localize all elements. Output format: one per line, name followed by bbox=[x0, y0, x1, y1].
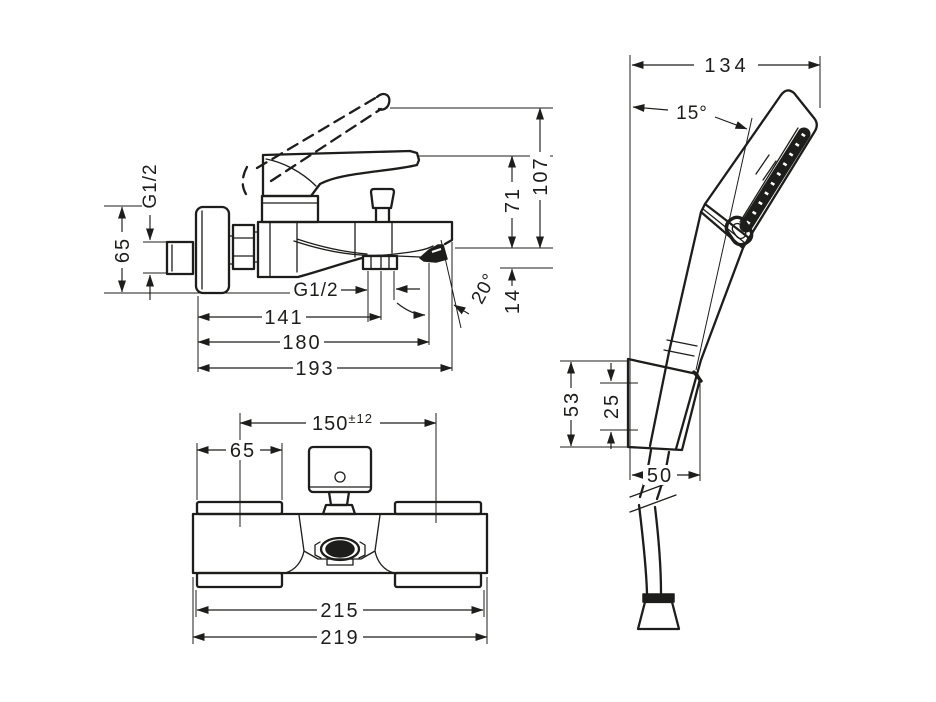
spout-under-tip bbox=[396, 255, 421, 258]
dim-label-inlet-thread: G1/2 bbox=[140, 163, 161, 208]
dim-holder-offset: 25 bbox=[600, 363, 638, 449]
dim-overall-height: 107 bbox=[530, 107, 552, 249]
shower-handle-left-edge bbox=[648, 210, 703, 448]
dim-outlet-thread: G1/2 bbox=[293, 280, 426, 319]
spout-tip-slit bbox=[431, 248, 442, 253]
hose-break-line-2 bbox=[629, 494, 677, 513]
dim-label-spout-angle: 20° bbox=[468, 270, 501, 308]
front-cap-bottom-left bbox=[195, 571, 284, 589]
dim-head-angle: 15° bbox=[632, 103, 748, 130]
lever-handle-raised-dashed bbox=[241, 93, 391, 196]
dim-label-outlet-thread: G1/2 bbox=[293, 280, 338, 301]
spout-underside bbox=[256, 256, 364, 279]
svg-text:150±12: 150±12 bbox=[312, 411, 373, 435]
dim-handle-height: 71 bbox=[502, 155, 524, 249]
dim-inlet-thread: G1/2 bbox=[140, 163, 161, 300]
diverter-knob-stem bbox=[374, 206, 391, 224]
dim-label-connection-tolerance: ±12 bbox=[348, 411, 373, 426]
dim-spout-edge-reach: 180 bbox=[197, 332, 430, 354]
side-view-dimensions: 107 71 14 bbox=[104, 107, 553, 380]
dim-label-overall-reach: 193 bbox=[295, 358, 334, 380]
dim-head-reach: 134 bbox=[631, 55, 821, 77]
hose-connector bbox=[636, 593, 681, 631]
escutcheon bbox=[194, 205, 231, 295]
dim-holder-reach: 50 bbox=[631, 382, 701, 487]
spout-angle-construction-line bbox=[440, 239, 462, 329]
dim-overall-width: 219 bbox=[192, 627, 488, 649]
dim-label-outlet-reach: 141 bbox=[264, 307, 303, 329]
dim-label-holder-offset: 25 bbox=[601, 393, 623, 419]
union-nut bbox=[231, 223, 256, 271]
dim-label-head-angle: 15° bbox=[676, 103, 708, 124]
head-highlight-1 bbox=[755, 154, 770, 175]
dim-outlet-reach: 141 bbox=[197, 307, 382, 329]
spout-outlet-nipple bbox=[361, 254, 399, 271]
handle-base bbox=[260, 194, 320, 224]
shower-holder bbox=[626, 357, 702, 452]
dim-label-spout-edge-reach: 180 bbox=[282, 332, 321, 354]
front-diverter bbox=[314, 536, 366, 566]
shower-dimensions: 134 15° 53 bbox=[560, 55, 821, 487]
dim-label-holder-height: 53 bbox=[561, 391, 583, 417]
dim-connection-centers: 150±12 bbox=[239, 411, 437, 435]
spray-face bbox=[739, 127, 811, 233]
head-highlight-2 bbox=[762, 160, 777, 181]
handle-seam-1 bbox=[666, 339, 698, 347]
shower-collar-line bbox=[702, 208, 746, 244]
select-button bbox=[724, 215, 754, 247]
dim-label-handle-height: 71 bbox=[502, 187, 524, 213]
mixer-front-view: 150±12 65 215 219 bbox=[191, 411, 489, 649]
front-cap-bottom-right bbox=[393, 571, 483, 589]
dim-escutcheon-diameter: 65 bbox=[112, 206, 134, 293]
handle-seam-2 bbox=[663, 349, 695, 357]
dim-spout-angle: 20° bbox=[453, 270, 501, 315]
dim-label-holder-reach: 50 bbox=[647, 465, 673, 487]
front-cap-top-right bbox=[393, 500, 483, 516]
dim-label-body-width: 215 bbox=[320, 600, 359, 622]
dim-body-width: 215 bbox=[196, 600, 484, 622]
holder-clamp-edge bbox=[692, 370, 703, 383]
diverter-knob bbox=[369, 187, 396, 210]
spout-top-contour bbox=[293, 240, 434, 256]
lever-handle-inner-contour bbox=[265, 158, 317, 187]
front-view-dimensions: 150±12 65 215 219 bbox=[192, 411, 488, 649]
front-handle bbox=[307, 445, 373, 516]
shower-head bbox=[703, 89, 818, 240]
dim-label-spout-drop: 14 bbox=[502, 288, 524, 314]
dim-label-head-reach: 134 bbox=[704, 55, 749, 77]
dim-spout-drop: 14 bbox=[502, 268, 524, 316]
dim-label-connection-centers: 150 bbox=[312, 413, 348, 435]
shower-axis-line bbox=[695, 117, 753, 371]
shower-head-face-rim bbox=[739, 127, 799, 223]
lever-handle bbox=[261, 149, 421, 198]
mixer-side-view: 107 71 14 bbox=[104, 93, 553, 380]
dim-label-escutcheon-width: 65 bbox=[230, 440, 256, 462]
shower-handle-right-edge bbox=[674, 246, 745, 451]
spout-upper-contour bbox=[296, 238, 368, 255]
dim-label-escutcheon-diameter: 65 bbox=[112, 237, 134, 263]
dim-overall-reach: 193 bbox=[197, 358, 453, 380]
dim-label-overall-height: 107 bbox=[530, 156, 552, 195]
hand-shower-view: 134 15° 53 bbox=[560, 55, 821, 631]
front-handle-pin bbox=[334, 471, 346, 483]
dim-escutcheon-width: 65 bbox=[196, 440, 283, 462]
lever-raised-tip bbox=[375, 93, 391, 111]
mixer-body bbox=[256, 220, 454, 279]
inlet-connector bbox=[165, 240, 195, 276]
dim-label-overall-width: 219 bbox=[320, 627, 359, 649]
dim-holder-height: 53 bbox=[560, 360, 628, 448]
